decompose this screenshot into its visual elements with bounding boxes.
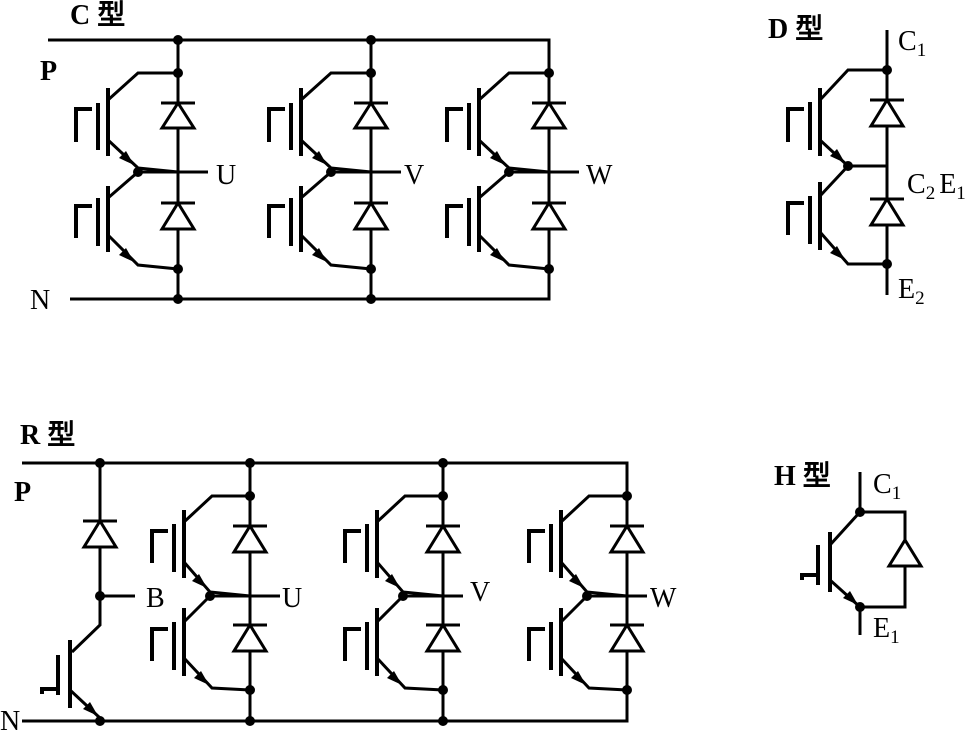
h-type-title: H 型	[774, 460, 831, 492]
r-output-v-label: V	[470, 577, 490, 608]
c-output-w-label: W	[586, 160, 613, 191]
c-n-rail	[70, 269, 551, 301]
r-output-u-label: U	[282, 583, 302, 614]
r-leg-w	[527, 491, 647, 695]
h-e1-label: E1	[873, 613, 900, 648]
c-type-module: C 型 P N U V W	[30, 0, 613, 316]
d-c1-label: C1	[898, 26, 926, 61]
d-type-title: D 型	[768, 13, 823, 45]
r-p-rail	[22, 461, 629, 496]
r-output-w-label: W	[650, 583, 677, 614]
c-p-label: P	[40, 56, 57, 87]
c-leg-u	[74, 35, 208, 304]
c-n-label: N	[30, 285, 50, 316]
r-brake-leg	[40, 458, 135, 726]
r-leg-u	[150, 458, 280, 726]
c-type-title: C 型	[70, 0, 125, 31]
h-c1-label: C1	[873, 469, 901, 504]
h-type-module: H 型 C1 E1	[774, 460, 924, 648]
r-n-rail	[22, 690, 629, 723]
c-leg-v	[267, 35, 401, 304]
r-p-label: P	[14, 477, 31, 508]
r-n-label: N	[0, 706, 20, 731]
c-leg-w	[445, 68, 579, 274]
r-leg-v	[343, 458, 463, 726]
c-p-rail	[48, 38, 551, 73]
r-type-module: R 型 P N B U V W	[0, 419, 677, 731]
r-brake-b-label: B	[146, 583, 165, 614]
r-type-title: R 型	[20, 419, 75, 451]
d-e2-label: E2	[898, 274, 925, 309]
c-output-v-label: V	[404, 160, 424, 191]
c-output-u-label: U	[216, 160, 236, 191]
